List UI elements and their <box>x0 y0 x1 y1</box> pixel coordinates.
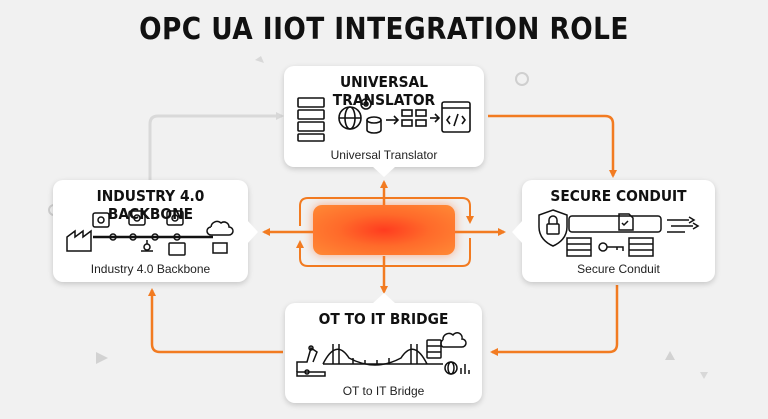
card-caption: OT to IT Bridge <box>342 384 425 398</box>
translator-illustration <box>297 97 471 142</box>
card-notch <box>247 220 258 244</box>
integration-hub <box>313 205 455 255</box>
card-ot-it-bridge: OT TO IT BRIDGE OT to IT Bridge <box>285 303 482 403</box>
hub-bracket-top <box>299 197 474 226</box>
card-caption: Secure Conduit <box>577 262 660 276</box>
card-caption: Industry 4.0 Backbone <box>90 262 211 276</box>
page-title: OPC UA IIOT INTEGRATION ROLE <box>139 12 629 47</box>
card-notch <box>512 220 523 244</box>
conduit-illustration <box>538 209 700 257</box>
card-title: OT TO IT BRIDGE <box>318 310 449 328</box>
card-title: UNIVERSAL TRANSLATOR <box>332 73 436 109</box>
backbone-illustration <box>66 210 234 256</box>
connector-top-to-right <box>488 114 617 178</box>
card-universal-translator: UNIVERSAL TRANSLATOR Universal Translato… <box>284 66 484 167</box>
card-caption: Universal Translator <box>330 148 438 162</box>
connector-bottom-to-left <box>148 288 283 354</box>
card-notch <box>372 166 396 177</box>
hub-bracket-bottom <box>296 238 471 267</box>
card-secure-conduit: SECURE CONDUIT Secure Conduit <box>522 180 715 282</box>
card-title: SECURE CONDUIT <box>550 187 687 205</box>
card-notch <box>372 293 396 304</box>
bridge-illustration <box>296 332 470 377</box>
connector-right-to-bottom <box>490 285 619 356</box>
card-industry-backbone: INDUSTRY 4.0 BACKBONE Industry 4.0 Backb… <box>53 180 248 282</box>
connector-left-to-top <box>148 112 284 180</box>
